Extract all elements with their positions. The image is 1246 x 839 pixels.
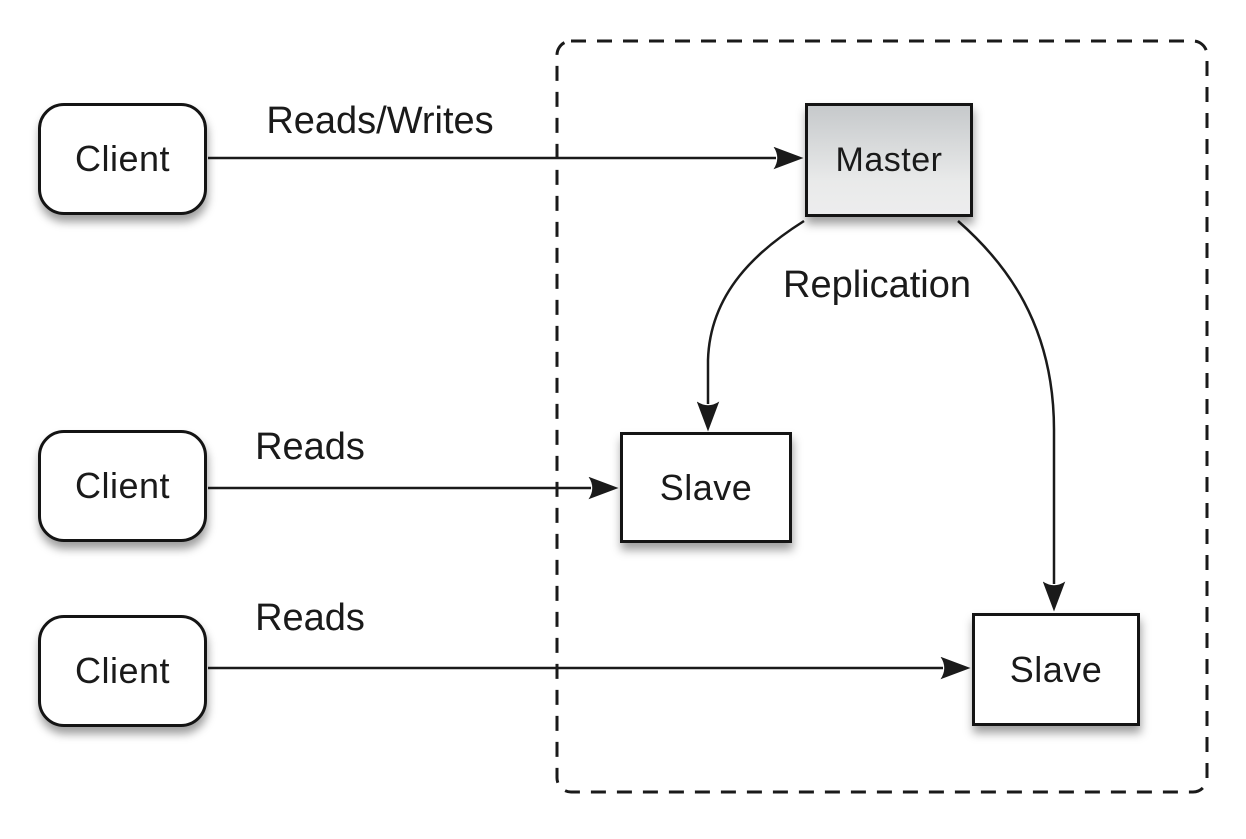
node-client-1: Client [38, 103, 207, 215]
node-client-3-label: Client [74, 650, 171, 691]
node-slave-2: Slave [972, 613, 1140, 726]
node-client-2: Client [38, 430, 207, 542]
node-slave-1-label: Slave [659, 466, 753, 508]
node-client-1-label: Client [74, 138, 171, 179]
node-client-2-label: Client [74, 465, 171, 506]
arrow-replication-master-to-slave2 [957, 220, 1066, 612]
edge-label-reads-writes: Reads/Writes [266, 100, 494, 142]
arrow-replication-master-to-slave1 [696, 219, 805, 432]
node-master-label: Master [835, 140, 943, 179]
node-slave-1: Slave [620, 432, 792, 543]
edge-label-reads-middle: Reads [255, 426, 365, 468]
edge-label-replication: Replication [783, 264, 971, 306]
replication-group-dashed-boundary [555, 39, 1209, 794]
edge-label-reads-bottom: Reads [255, 597, 365, 639]
node-client-3: Client [38, 615, 207, 727]
node-slave-2-label: Slave [1009, 648, 1103, 690]
node-master: Master [805, 103, 973, 217]
